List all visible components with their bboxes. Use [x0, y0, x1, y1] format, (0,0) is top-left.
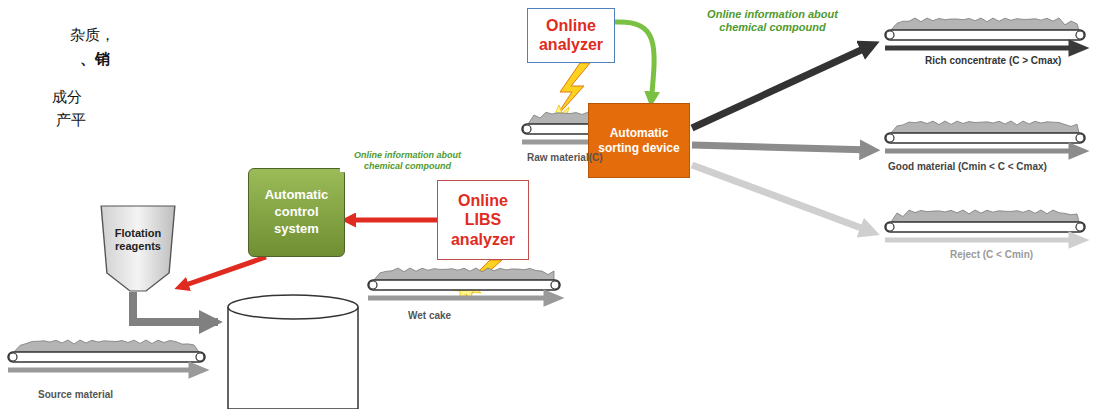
text-fragment: 杂质，: [70, 26, 115, 45]
reagent-pipe: [133, 292, 218, 322]
node-text-group: Automatic sorting device: [593, 126, 685, 156]
conveyor-belt: [8, 340, 205, 375]
text-fragment: 产平: [56, 111, 86, 130]
node-label: Automatic control system: [253, 187, 340, 238]
reagent-hopper: Flotation reagents: [100, 205, 176, 293]
node-text-group: Automatic control system: [253, 187, 340, 238]
conveyor-belt: [885, 210, 1085, 245]
signal-arrow: [180, 257, 266, 287]
text-fragment: 、销: [80, 50, 110, 69]
conveyor-belt: [885, 18, 1085, 53]
belt-label: Wet cake: [408, 310, 451, 321]
signal-arrow: [615, 22, 654, 101]
belt-label: Rich concentrate (C > Cmax): [925, 55, 1061, 66]
sort-arrow: [692, 165, 872, 232]
node-label: Automatic sorting device: [593, 126, 685, 156]
belt-label: Reject (C < Cmin): [950, 249, 1033, 260]
belt-label: Raw material(C): [527, 152, 603, 163]
sort-arrow: [692, 45, 872, 128]
analyzer-box: Online analyzer: [527, 8, 615, 63]
node-text-group: Flotation reagents: [100, 227, 176, 253]
text-fragment: 成分: [52, 88, 82, 107]
node-label: Flotation reagents: [100, 227, 176, 253]
flotation-tank: [228, 295, 358, 409]
node-text-group: Online LIBS analyzer: [440, 191, 526, 249]
conveyor-belt: [368, 268, 560, 303]
control-system-box: Automatic control system: [248, 168, 345, 257]
sorting-device-box: Automatic sorting device: [588, 103, 690, 178]
conveyor-belt: [885, 121, 1085, 156]
node-text-group: Online analyzer: [528, 17, 614, 54]
node-label: Online LIBS analyzer: [440, 191, 526, 249]
belt-label: Source material: [38, 389, 113, 400]
libs-analyzer-box: Online LIBS analyzer: [437, 180, 529, 260]
belt-label: Good material (Cmin < C < Cmax): [888, 161, 1047, 172]
sort-arrow: [692, 145, 872, 150]
node-label: Online analyzer: [528, 17, 614, 54]
edge-label: Online information about chemical compou…: [340, 150, 475, 172]
edge-label: Online information about chemical compou…: [695, 8, 850, 34]
signal-arrow: [347, 218, 437, 223]
